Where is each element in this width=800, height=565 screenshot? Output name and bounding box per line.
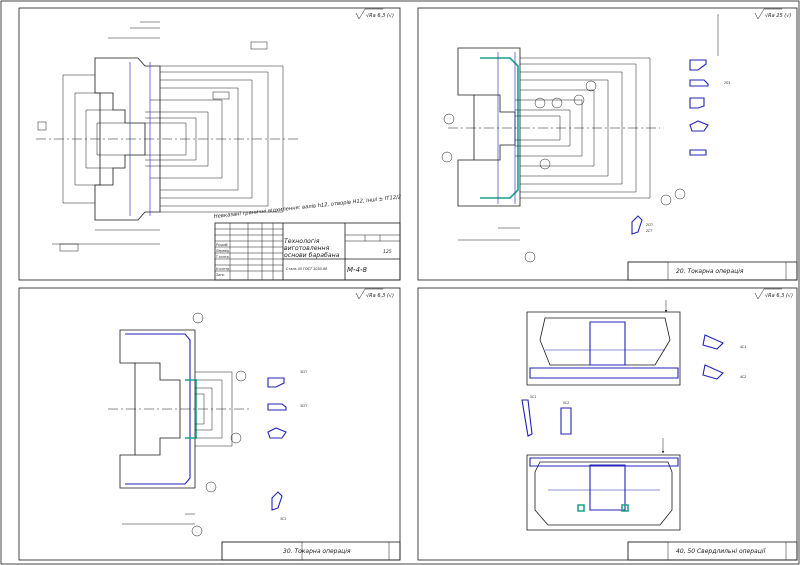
svg-text:Перевір.: Перевір. [216, 249, 230, 253]
s3-part [119, 329, 196, 489]
svg-text:Затв.: Затв. [216, 273, 225, 277]
sheet-1-frame [18, 7, 401, 281]
sheet-2-turning-20: √Ra 25 (√) [441, 8, 798, 281]
s2-reference-marks [441, 80, 686, 263]
s3-cut-profile [185, 379, 197, 439]
svg-text:Н.контр.: Н.контр. [216, 267, 230, 271]
s1-datum-a [37, 121, 47, 131]
sheet-4-frame [417, 287, 798, 561]
s3-operation-title: 30. Токарна операція [283, 548, 351, 555]
s2-stock [457, 47, 521, 207]
s1-diameter-dims [62, 65, 284, 213]
sheet-3-frame [18, 287, 401, 561]
s2-tool-label-3: 2П1 [724, 81, 730, 85]
s3-rev-strip [221, 541, 303, 561]
sheet-3-turning-30: √Ra 6,3 (√) 3СП 3СП 3С1 [108, 288, 401, 561]
s1-title-fo: Технологія виготовлення основи барабана [284, 238, 340, 259]
s1-title: Технологія виготовлення основи барабана [284, 238, 340, 259]
role-label-4: Н.контр. [216, 267, 230, 271]
s4-tool-label-4: 5С2 [563, 401, 569, 405]
role-label-3: Т.контр. [216, 255, 230, 259]
s1-title-block: Розроб. Перевір. Т.контр. Н.контр. Затв. [214, 222, 401, 281]
s3-tools [267, 377, 287, 511]
s4-operation-title: 40, 50 Свердлильні операції [676, 548, 766, 555]
s1-part-body [36, 57, 300, 221]
s1-tolerance-box-1 [250, 41, 268, 50]
s2-diameter-dims [458, 57, 651, 241]
s4-tool-label-3: 5С1 [530, 395, 536, 399]
sheet-4-drilling: √Ra 6,3 (√) 4С1 4С2 5С1 5С2 [521, 288, 798, 561]
s4-tool-label-1: 4С1 [740, 345, 746, 349]
s4-lower-part [526, 454, 681, 531]
s1-material: Сталь 45 ГОСТ 1050-88 [286, 267, 328, 271]
role-label-1: Розроб. [216, 243, 229, 247]
s1-roughness: √Ra 6,3 (√) [366, 13, 394, 19]
s1-length-dims [52, 21, 160, 245]
s1-sheet-mark: 125 [383, 249, 392, 255]
s3-dims [122, 371, 233, 525]
svg-text:Розроб.: Розроб. [216, 243, 229, 247]
s2-rev-strip [627, 261, 669, 281]
s2-roughness: √Ra 25 (√) [765, 13, 791, 19]
s1-tolerance-box-3 [59, 243, 79, 252]
sheet-1-part-drawing: √Ra 6,3 (√) [36, 8, 401, 281]
s4-upper-part [526, 311, 681, 386]
s4-roughness: √Ra 6,3 (√) [765, 293, 793, 299]
s4-rev-strip [627, 541, 669, 561]
sheet-2-frame [417, 7, 798, 281]
s2-tool-label-1: 2СП [646, 223, 653, 227]
s3-roughness: √Ra 6,3 (√) [366, 293, 394, 299]
s1-doc-code: М-4-8 [347, 266, 368, 274]
s3-tool-label-3: 3С1 [280, 517, 286, 521]
s2-tool-label-2: 2СТ [646, 229, 653, 233]
s1-tolerance-box-2 [212, 91, 230, 100]
svg-text:Т.контр.: Т.контр. [216, 255, 230, 259]
s4-tool-label-2: 4С2 [740, 375, 746, 379]
role-label-5: Затв. [216, 273, 225, 277]
s2-cut-profile [480, 57, 519, 199]
s3-tool-label-1: 3СП [300, 370, 307, 374]
s4-drills [521, 334, 724, 437]
s3-tool-label-2: 3СП [300, 404, 307, 408]
s2-tools [631, 59, 709, 235]
role-label-2: Перевір. [216, 249, 230, 253]
s2-operation-title: 20. Токарна операція [676, 268, 744, 275]
s3-reference-marks [191, 312, 247, 537]
